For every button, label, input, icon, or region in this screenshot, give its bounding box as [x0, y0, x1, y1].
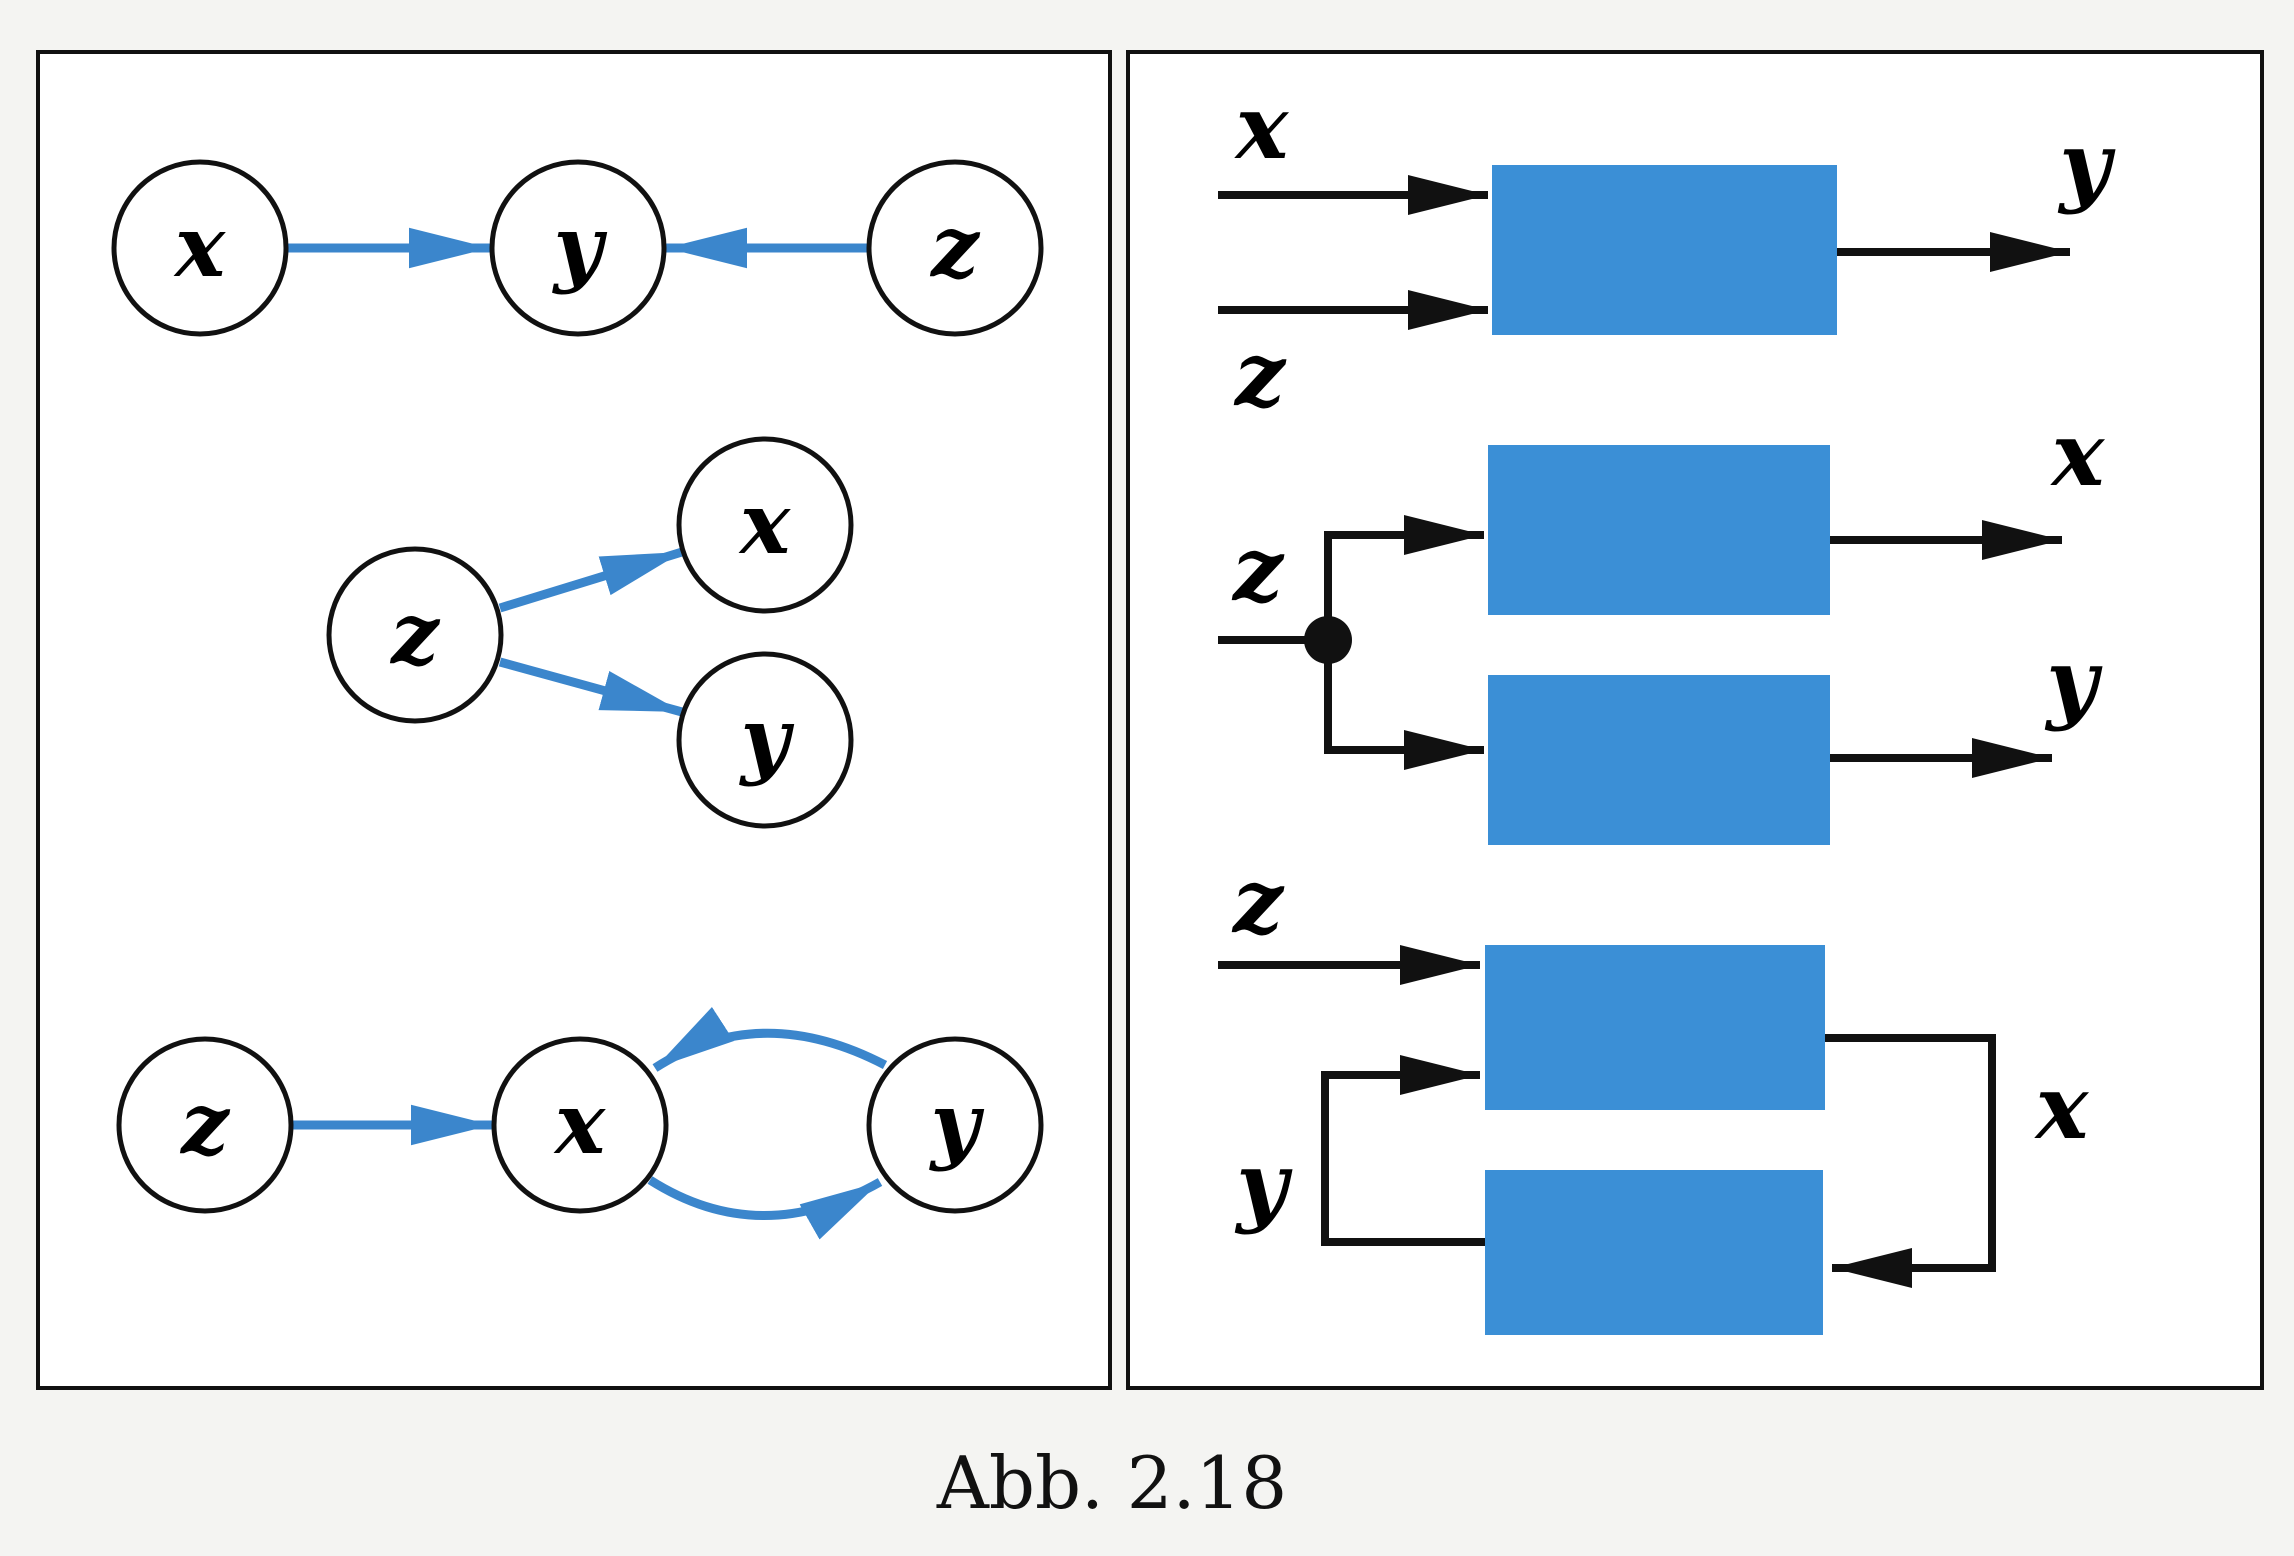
input-label-z: z: [1231, 849, 1285, 953]
node-label: x: [173, 197, 226, 296]
loop-label-x: x: [2034, 1055, 2090, 1159]
node-x: x: [676, 436, 854, 614]
left-diagram-1: x y z: [111, 159, 1044, 337]
branch-up: [1324, 515, 1484, 640]
system-block-bottom: [1485, 1170, 1823, 1335]
input-label-z: z: [1233, 322, 1287, 426]
node-label: z: [389, 584, 441, 683]
loop-y: [1321, 1055, 1485, 1246]
node-z: z: [116, 1036, 294, 1214]
node-y: y: [866, 1036, 1044, 1214]
output-label-y: y: [2044, 629, 2103, 733]
node-label: z: [929, 197, 981, 296]
system-block-top: [1485, 945, 1825, 1110]
branch-down: [1324, 640, 1484, 770]
input-label-x: x: [1234, 75, 1290, 179]
right-diagram-3: z x y: [1218, 849, 2090, 1335]
node-x: x: [491, 1036, 669, 1214]
node-y: y: [676, 651, 854, 829]
node-label: y: [739, 689, 795, 788]
edge-z-to-y: [498, 657, 684, 717]
output-label-x: x: [2050, 402, 2106, 506]
right-diagram-1: x z y: [1218, 75, 2116, 426]
node-y: y: [489, 159, 667, 337]
node-z: z: [326, 546, 504, 724]
node-label: z: [179, 1074, 231, 1173]
node-x: x: [111, 159, 289, 337]
right-diagram-2: z x y: [1218, 402, 2106, 845]
node-label: x: [553, 1074, 606, 1173]
left-diagram-2: z x y: [326, 436, 854, 829]
loop-x: [1825, 1034, 1996, 1288]
system-block: [1492, 165, 1837, 335]
system-block-top: [1488, 445, 1830, 615]
loop-label-y: y: [1234, 1132, 1293, 1236]
system-block-bottom: [1488, 675, 1830, 845]
input-label-z: z: [1231, 517, 1285, 621]
node-label: x: [738, 474, 791, 573]
edge-y-to-x: [652, 1007, 888, 1072]
edge-x-to-y: [647, 1176, 883, 1240]
output-label-y: y: [2057, 112, 2116, 216]
node-label: y: [929, 1074, 985, 1173]
figure-caption: Abb. 2.18: [936, 1441, 1287, 1525]
edge-z-to-x: [498, 547, 684, 613]
node-label: y: [552, 197, 608, 296]
node-z: z: [866, 159, 1044, 337]
left-diagram-3: z x y: [116, 1007, 1044, 1240]
